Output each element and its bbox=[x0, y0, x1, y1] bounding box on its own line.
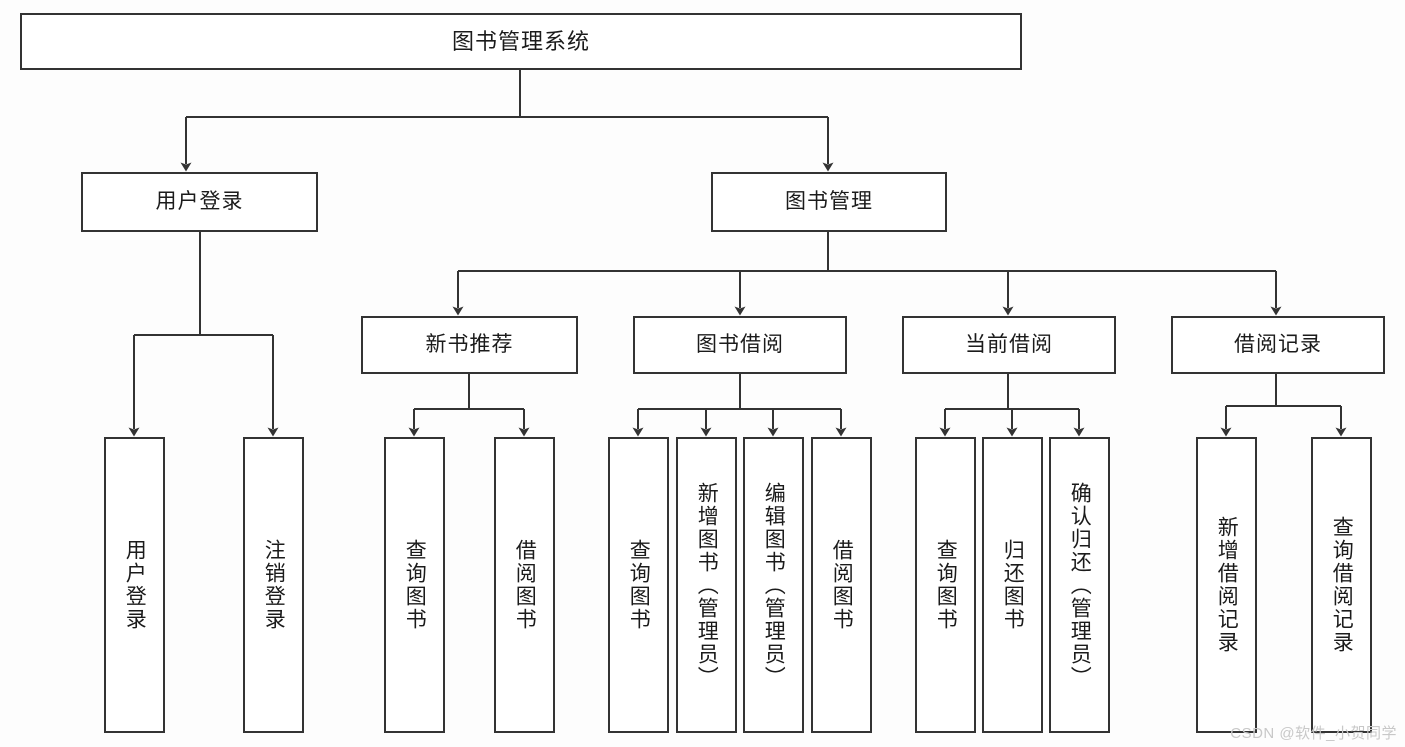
node-label: 注销登录 bbox=[262, 539, 286, 631]
node-leaf-edit-book[interactable]: 编辑图书（管理员） bbox=[743, 437, 804, 733]
node-label: 借阅图书 bbox=[830, 539, 854, 631]
node-label: 新增图书（管理员） bbox=[695, 481, 719, 689]
node-label: 查询图书 bbox=[934, 539, 958, 631]
node-new-book-recommendation[interactable]: 新书推荐 bbox=[361, 316, 578, 374]
node-label: 编辑图书（管理员） bbox=[762, 481, 786, 689]
node-borrow-record[interactable]: 借阅记录 bbox=[1171, 316, 1385, 374]
node-label: 借阅图书 bbox=[513, 539, 537, 631]
node-label: 图书借阅 bbox=[696, 332, 784, 356]
node-label: 查询图书 bbox=[627, 539, 651, 631]
node-label: 归还图书 bbox=[1001, 539, 1025, 631]
node-leaf-query-book-1[interactable]: 查询图书 bbox=[384, 437, 445, 733]
node-leaf-add-record[interactable]: 新增借阅记录 bbox=[1196, 437, 1257, 733]
node-user-login[interactable]: 用户登录 bbox=[81, 172, 318, 232]
node-label: 确认归还（管理员） bbox=[1068, 481, 1092, 689]
node-leaf-query-book-2[interactable]: 查询图书 bbox=[608, 437, 669, 733]
node-label: 查询图书 bbox=[403, 539, 427, 631]
node-leaf-return-book[interactable]: 归还图书 bbox=[982, 437, 1043, 733]
node-root-book-management-system[interactable]: 图书管理系统 bbox=[20, 13, 1022, 70]
node-current-borrow[interactable]: 当前借阅 bbox=[902, 316, 1116, 374]
node-leaf-confirm-return[interactable]: 确认归还（管理员） bbox=[1049, 437, 1110, 733]
node-label: 当前借阅 bbox=[965, 332, 1053, 356]
node-leaf-borrow-book-2[interactable]: 借阅图书 bbox=[811, 437, 872, 733]
node-label: 图书管理 bbox=[785, 189, 873, 213]
node-leaf-add-book[interactable]: 新增图书（管理员） bbox=[676, 437, 737, 733]
node-label: 图书管理系统 bbox=[451, 28, 590, 54]
node-label: 用户登录 bbox=[155, 189, 244, 213]
node-label: 用户登录 bbox=[123, 539, 147, 631]
node-label: 新书推荐 bbox=[425, 332, 514, 356]
node-book-manage[interactable]: 图书管理 bbox=[711, 172, 947, 232]
node-label: 借阅记录 bbox=[1234, 332, 1322, 356]
node-leaf-query-record[interactable]: 查询借阅记录 bbox=[1311, 437, 1372, 733]
node-label: 查询借阅记录 bbox=[1330, 516, 1354, 654]
node-book-borrow[interactable]: 图书借阅 bbox=[633, 316, 847, 374]
node-leaf-user-logout[interactable]: 注销登录 bbox=[243, 437, 304, 733]
node-leaf-user-login[interactable]: 用户登录 bbox=[104, 437, 165, 733]
node-leaf-borrow-book-1[interactable]: 借阅图书 bbox=[494, 437, 555, 733]
node-label: 新增借阅记录 bbox=[1215, 516, 1239, 654]
node-leaf-query-book-3[interactable]: 查询图书 bbox=[915, 437, 976, 733]
